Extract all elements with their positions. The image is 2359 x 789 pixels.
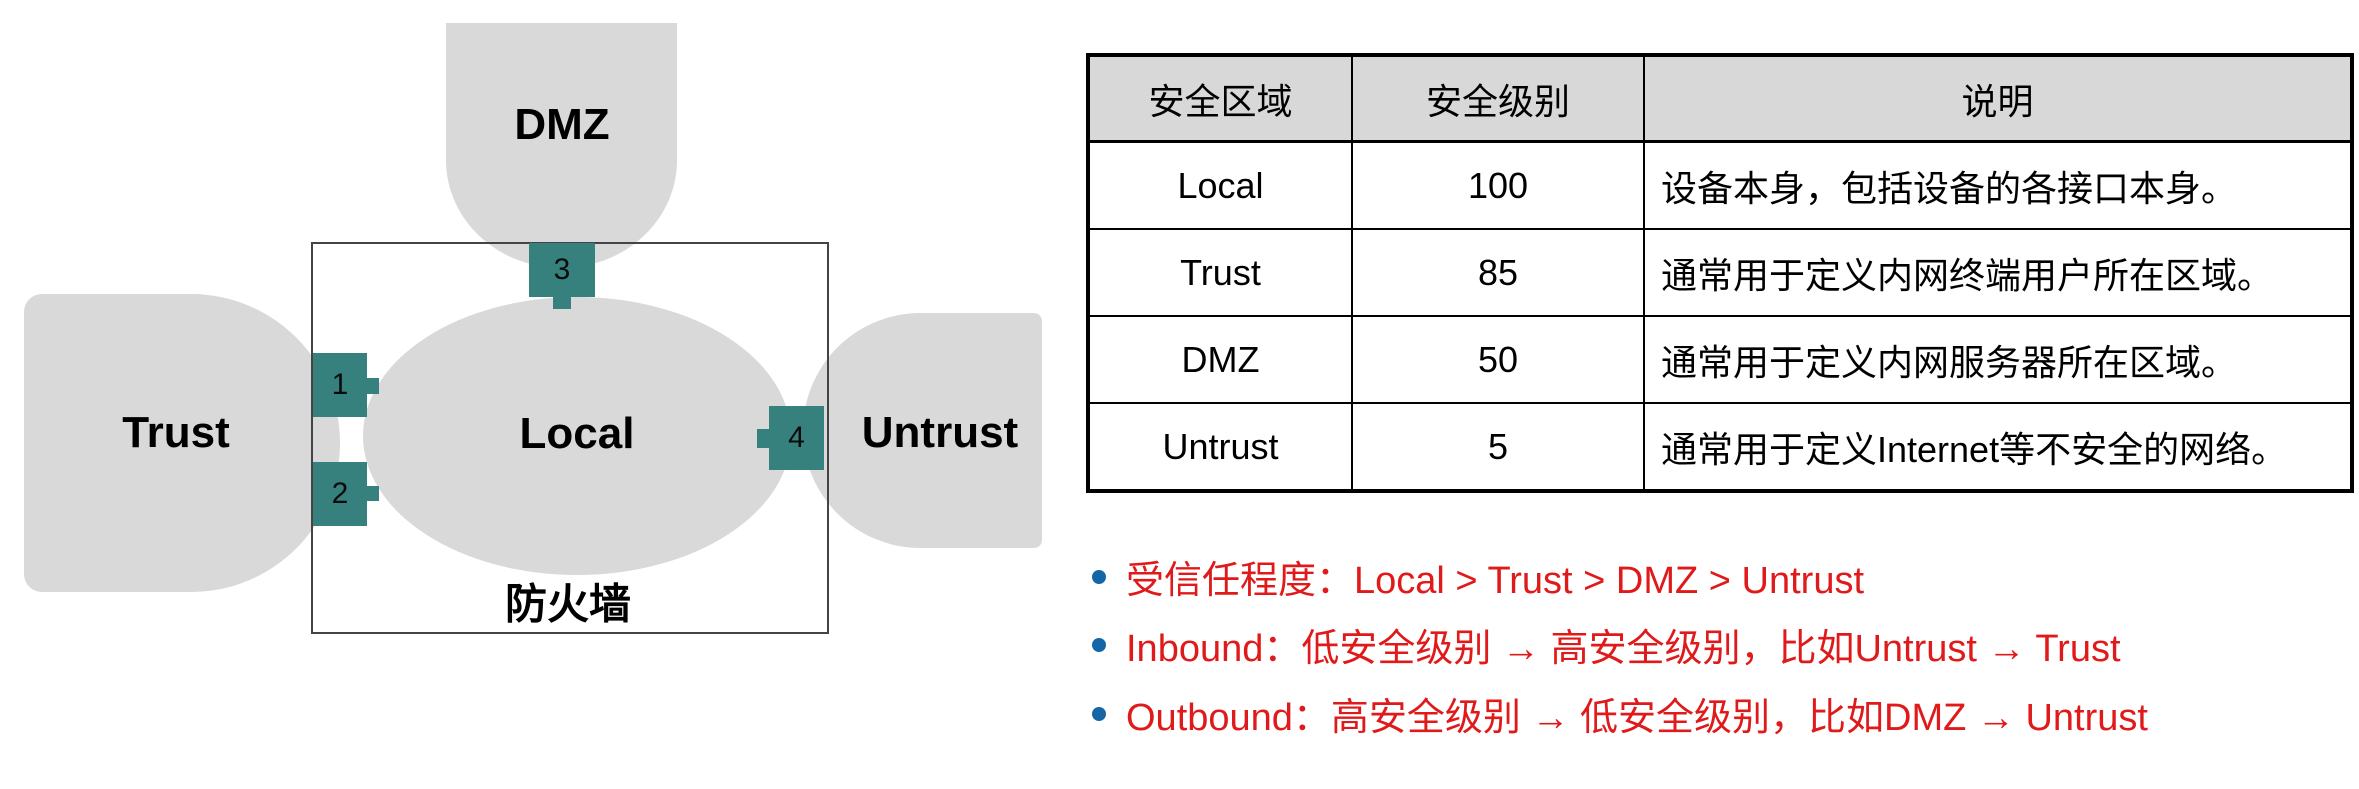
dmz-zone-shape <box>446 23 677 268</box>
firewall-port-3: 3 <box>529 243 595 309</box>
cell-zone: Trust <box>1086 228 1353 317</box>
cell-zone: Local <box>1086 140 1353 230</box>
header-level: 安全级别 <box>1351 53 1645 143</box>
trust-zone-label: Trust <box>122 408 230 457</box>
untrust-zone-label: Untrust <box>861 408 1019 457</box>
cell-description: 通常用于定义内网终端用户所在区域。 <box>1643 228 2354 317</box>
port-3-connector <box>553 297 571 309</box>
firewall-port-2: 2 <box>313 462 379 526</box>
untrust-zone-shape <box>803 313 1042 548</box>
cell-level: 100 <box>1351 140 1645 230</box>
note-text: 受信任程度：Local > Trust > DMZ > Untrust <box>1126 560 1865 602</box>
cell-level: 5 <box>1351 402 1645 493</box>
table-row: Local 100 设备本身，包括设备的各接口本身。 <box>1086 140 2354 230</box>
header-zone: 安全区域 <box>1086 53 1353 143</box>
table-row: Trust 85 通常用于定义内网终端用户所在区域。 <box>1086 228 2354 317</box>
firewall-port-4: 4 <box>757 406 824 470</box>
table-row: DMZ 50 通常用于定义内网服务器所在区域。 <box>1086 315 2354 404</box>
note-text: Inbound：低安全级别 → 高安全级别，比如Untrust → Trust <box>1126 628 2121 670</box>
cell-zone: DMZ <box>1086 315 1353 404</box>
cell-description: 通常用于定义Internet等不安全的网络。 <box>1643 402 2354 493</box>
note-inbound: Inbound：低安全级别 → 高安全级别，比如Untrust → Trust <box>1092 617 2121 672</box>
port-2-connector <box>367 486 379 501</box>
dmz-zone-label: DMZ <box>514 100 610 149</box>
cell-level: 50 <box>1351 315 1645 404</box>
note-trust-order: 受信任程度：Local > Trust > DMZ > Untrust <box>1092 549 1864 604</box>
note-text: Outbound：高安全级别 → 低安全级别，比如DMZ → Untrust <box>1126 697 2148 739</box>
firewall-port-1: 1 <box>313 353 379 417</box>
cell-zone: Untrust <box>1086 402 1353 493</box>
port-4-connector <box>757 429 769 448</box>
trust-zone-shape <box>24 294 340 592</box>
table-row: Untrust 5 通常用于定义Internet等不安全的网络。 <box>1086 402 2354 493</box>
port-4-number: 4 <box>788 421 805 454</box>
port-1-number: 1 <box>331 368 349 401</box>
local-zone-label: Local <box>519 409 635 458</box>
bullet-icon <box>1092 569 1106 584</box>
bullet-icon <box>1092 706 1106 721</box>
security-zone-table: 安全区域 安全级别 说明 Local 100 设备本身，包括设备的各接口本身。 … <box>1086 53 2354 493</box>
header-description: 说明 <box>1643 53 2354 143</box>
note-outbound: Outbound：高安全级别 → 低安全级别，比如DMZ → Untrust <box>1092 686 2148 741</box>
port-3-number: 3 <box>553 253 571 286</box>
bullet-icon <box>1092 637 1106 652</box>
cell-description: 通常用于定义内网服务器所在区域。 <box>1643 315 2354 404</box>
port-2-number: 2 <box>331 477 349 510</box>
cell-description: 设备本身，包括设备的各接口本身。 <box>1643 140 2354 230</box>
firewall-label: 防火墙 <box>504 580 632 628</box>
table-header-row: 安全区域 安全级别 说明 <box>1086 53 2354 143</box>
cell-level: 85 <box>1351 228 1645 317</box>
port-1-connector <box>367 378 379 394</box>
local-zone-shape <box>363 297 791 575</box>
